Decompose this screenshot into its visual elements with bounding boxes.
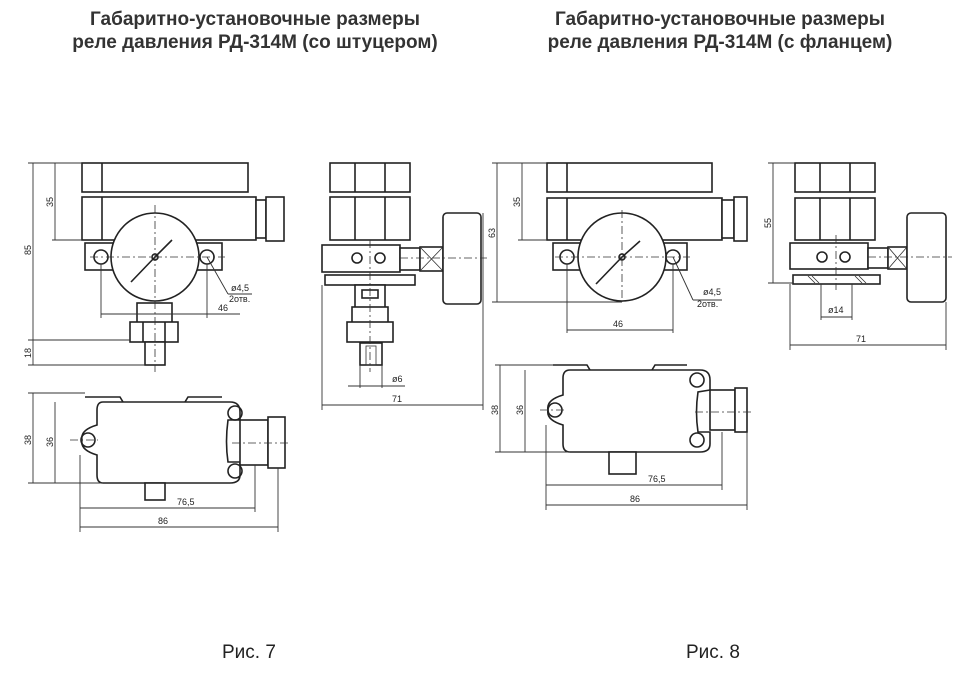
dim-71: 71 <box>392 394 402 404</box>
dim-hole-dia: ø4,5 <box>231 283 249 293</box>
dim-38: 38 <box>490 405 500 415</box>
dim-86: 86 <box>630 494 640 504</box>
fig7-side-view: ø6 71 <box>321 162 487 410</box>
fig8-bottom-view: 38 36 76,5 86 <box>490 364 752 510</box>
dim-nozzle-dia: ø6 <box>392 374 403 384</box>
fig7-front-view: 85 35 18 46 ø4,5 2отв. <box>23 162 285 372</box>
dim-35: 35 <box>45 197 55 207</box>
dim-36: 36 <box>515 405 525 415</box>
dim-hole-dia: ø4,5 <box>703 287 721 297</box>
dim-18: 18 <box>23 348 33 358</box>
dim-63: 63 <box>487 228 497 238</box>
dim-hole-count: 2отв. <box>229 294 250 304</box>
fig8-front-view: 63 35 46 ø4,5 2отв. <box>487 162 748 333</box>
dim-38: 38 <box>23 435 33 445</box>
dim-85: 85 <box>23 245 33 255</box>
fig8-side-view: 55 ø14 71 <box>763 162 952 350</box>
dim-76-5: 76,5 <box>177 497 195 507</box>
dim-76-5: 76,5 <box>648 474 666 484</box>
fig7-bottom-view: 38 36 76,5 86 <box>23 392 290 532</box>
dim-46: 46 <box>218 303 228 313</box>
title-line: Габаритно-установочные размеры <box>90 9 420 30</box>
dim-46: 46 <box>613 319 623 329</box>
figure-7-caption: Рис. 7 <box>222 642 276 663</box>
dim-71: 71 <box>856 334 866 344</box>
figure-7-title: Габаритно-установочные размеры реле давл… <box>35 8 475 54</box>
figure-8-caption: Рис. 8 <box>686 642 740 663</box>
dim-35: 35 <box>512 197 522 207</box>
title-line: реле давления РД-314М (с фланцем) <box>547 32 893 53</box>
dim-36: 36 <box>45 437 55 447</box>
dim-flange-dia: ø14 <box>828 305 844 315</box>
title-line: Габаритно-установочные размеры <box>555 9 885 30</box>
figure-8-title: Габаритно-установочные размеры реле давл… <box>500 8 940 54</box>
dim-55: 55 <box>763 218 773 228</box>
dim-hole-count: 2отв. <box>697 299 718 309</box>
title-line: реле давления РД-314М (со штуцером) <box>72 32 438 53</box>
dim-86: 86 <box>158 516 168 526</box>
